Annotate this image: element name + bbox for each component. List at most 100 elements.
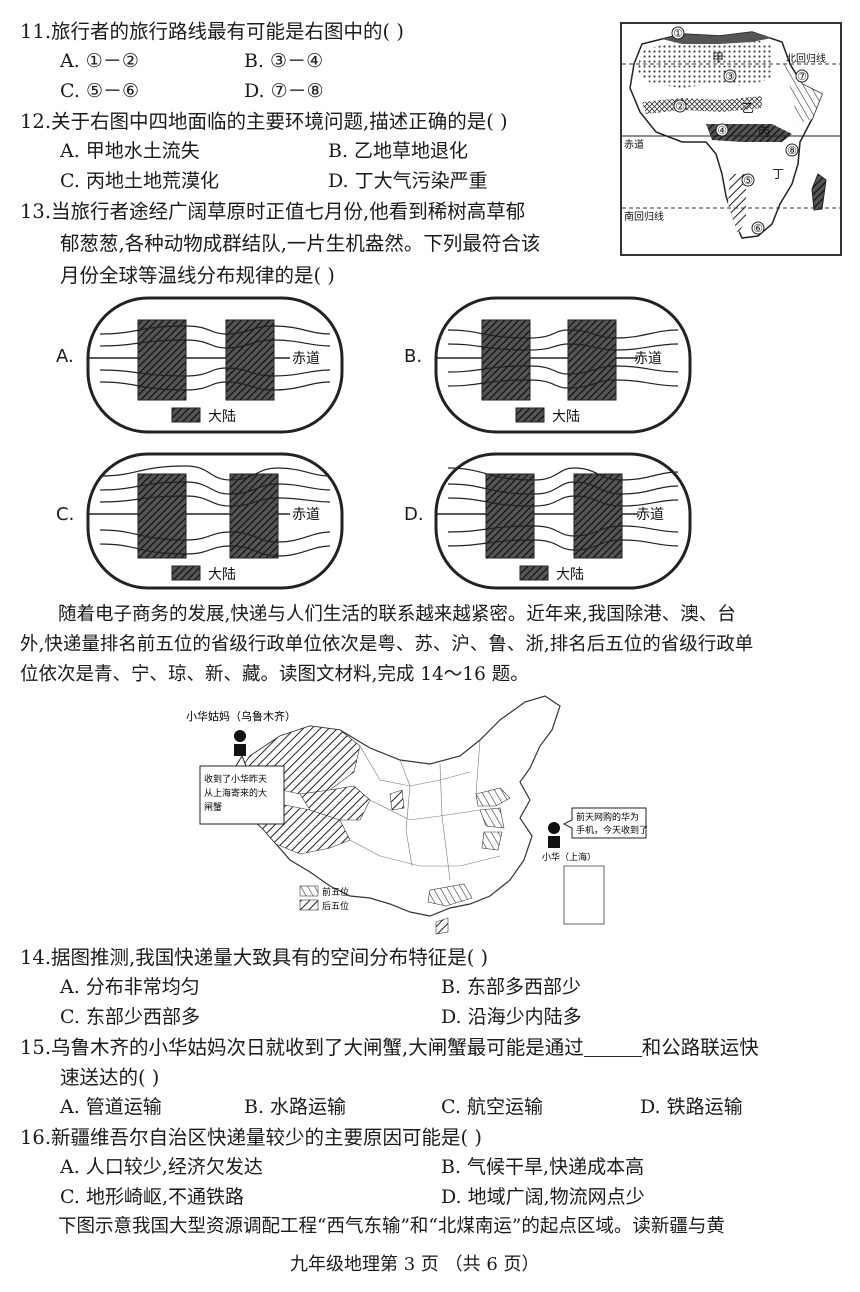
ningxia-region (389, 789, 405, 811)
q16-option-b[interactable]: B. 气候干旱,快递成本高 (441, 1156, 645, 1178)
iso-c-equator-label: 赤道 (292, 507, 320, 523)
q11-option-a[interactable]: A. ①－② (60, 50, 139, 72)
aunt-label: 小华姑妈（乌鲁木齐） (186, 709, 296, 723)
q15-blank (583, 1038, 642, 1057)
q16-option-c[interactable]: C. 地形崎岖,不通铁路 (60, 1186, 244, 1208)
north-coast-region (662, 32, 772, 44)
iso-d-equator-label: 赤道 (636, 507, 664, 523)
page-footer: 九年级地理第 3 页 （共 6 页） (290, 1254, 540, 1275)
africa-map-svg: ① ② ③ ④ ⑤ ⑥ ⑦ ⑧ 甲 乙 丙 丁 北回归线 赤道 南回归线 (622, 26, 840, 239)
xiaohua-person-icon (548, 822, 560, 848)
q15-stem-line2: 速送达的( ) (60, 1066, 160, 1089)
point-1-label: ① (673, 27, 683, 40)
q16-option-d[interactable]: D. 地域广阔,物流网点少 (441, 1186, 645, 1208)
guangdong-region (427, 883, 473, 907)
q14-option-b[interactable]: B. 东部多西部少 (441, 976, 582, 998)
isotherm-diagram-b: 赤道 大陆 (434, 296, 692, 434)
iso-b-equator-label: 赤道 (634, 351, 662, 367)
iso-c-continent-label: 大陆 (208, 567, 236, 583)
q16-option-a[interactable]: A. 人口较少,经济欠发达 (60, 1156, 263, 1178)
legend-top-five-label: 前五位 (322, 886, 349, 898)
passage-line3: 位依次是青、宁、琼、新、藏。读图文材料,完成 14～16 题。 (20, 664, 529, 685)
hainan-region (435, 917, 449, 935)
q14-stem: 14.据图推测,我国快递量大致具有的空间分布特征是( ) (20, 946, 489, 969)
qinghai-region (299, 785, 371, 821)
point-4-marker (715, 123, 729, 137)
point-8-label: ⑧ (787, 144, 797, 157)
q13-stem-line3: 月份全球等温线分布规律的是( ) (60, 264, 335, 287)
q14-option-a[interactable]: A. 分布非常均匀 (60, 976, 200, 998)
region-bing-label: 丙 (758, 125, 770, 139)
q13-stem-line2: 郁葱葱,各种动物成群结队,一片生机盎然。下列最符合该 (60, 232, 541, 255)
shandong-region (475, 787, 511, 807)
aunt-bubble-line3: 闸蟹 (204, 801, 222, 813)
aunt-bubble-line2: 从上海寄来的大 (204, 787, 267, 799)
point-2-label: ② (675, 100, 685, 113)
point-2-marker (673, 99, 687, 113)
iso-a-equator-label: 赤道 (292, 351, 320, 367)
q15-stem-part-a: 15.乌鲁木齐的小华姑妈次日就收到了大闸蟹,大闸蟹最可能是通过 (20, 1036, 584, 1059)
sahel-region (642, 96, 762, 114)
next-section-intro: 下图示意我国大型资源调配工程“西气东输”和“北煤南运”的起点区域。读新疆与黄 (58, 1216, 725, 1237)
point-8-marker (785, 143, 799, 157)
xiaohua-speech-bubble (562, 807, 647, 839)
point-4-label: ④ (717, 124, 727, 137)
iso-option-d-label[interactable]: D. (404, 504, 424, 525)
q15-option-d[interactable]: D. 铁路运输 (640, 1096, 743, 1118)
zhejiang-region (481, 831, 503, 851)
south-region (728, 174, 746, 234)
point-3-marker (723, 69, 737, 83)
q12-option-d[interactable]: D. 丁大气污染严重 (328, 170, 488, 192)
passage-line1: 随着电子商务的发展,快递与人们生活的联系越来越紧密。近年来,我国除港、澳、台 (58, 604, 736, 625)
passage-line2: 外,快递量排名前五位的省级行政单位依次是粤、苏、沪、鲁、浙,排名后五位的省级行政… (20, 634, 754, 655)
point-6-marker (751, 221, 765, 235)
q13-stem-line1: 13.当旅行者途经广阔草原时正值七月份,他看到稀树高草郁 (20, 200, 526, 223)
sahara-region (636, 38, 772, 88)
q16-stem: 16.新疆维吾尔自治区快递量较少的主要原因可能是( ) (20, 1126, 482, 1149)
iso-option-c-label[interactable]: C. (56, 504, 75, 525)
point-1-marker (671, 26, 685, 40)
tropic-of-cancer-label: 北回归线 (786, 52, 826, 65)
isotherm-diagram-d: 赤道 大陆 (434, 452, 692, 590)
q14-option-d[interactable]: D. 沿海少内陆多 (441, 1006, 582, 1028)
q12-option-b[interactable]: B. 乙地草地退化 (328, 140, 469, 162)
isotherm-diagram-a: 赤道 大陆 (86, 296, 344, 434)
q12-option-a[interactable]: A. 甲地水土流失 (60, 140, 200, 162)
q15-option-b[interactable]: B. 水路运输 (244, 1096, 347, 1118)
china-map: 前五位 后五位 小华姑妈（乌鲁木齐） 收到了小华昨天 从上海寄来的大 闸蟹 小华… (180, 690, 650, 942)
q11-stem: 11.旅行者的旅行路线最有可能是右图中的( ) (20, 20, 404, 43)
q15-option-c[interactable]: C. 航空运输 (441, 1096, 543, 1118)
tropic-of-capricorn-label: 南回归线 (624, 210, 664, 223)
point-5-marker (741, 173, 755, 187)
q11-option-b[interactable]: B. ③－④ (244, 50, 324, 72)
aunt-speech-bubble (199, 754, 285, 825)
point-5-label: ⑤ (743, 174, 753, 187)
q14-option-c[interactable]: C. 东部少西部多 (60, 1006, 200, 1028)
isotherm-diagram-c: 赤道 大陆 (86, 452, 344, 590)
iso-b-continent-label: 大陆 (552, 409, 580, 425)
q11-option-c[interactable]: C. ⑤－⑥ (60, 80, 140, 102)
q12-option-c[interactable]: C. 丙地土地荒漠化 (60, 170, 219, 192)
q15-option-a[interactable]: A. 管道运输 (60, 1096, 162, 1118)
xiaohua-bubble-line1: 前天网购的华为 (576, 811, 639, 823)
iso-option-b-label[interactable]: B. (404, 346, 423, 367)
equator-label: 赤道 (624, 138, 644, 151)
region-jia-label: 甲 (712, 51, 724, 65)
q12-stem: 12.关于右图中四地面临的主要环境问题,描述正确的是( ) (20, 110, 508, 133)
point-3-label: ③ (725, 70, 735, 83)
aunt-person-icon (234, 730, 246, 756)
xiaohua-bubble-line2: 手机，今天收到了 (576, 824, 648, 836)
point-7-marker (795, 69, 809, 83)
iso-d-continent-label: 大陆 (556, 567, 584, 583)
point-7-label: ⑦ (797, 70, 807, 83)
q15-stem-part-b: 和公路联运快 (641, 1036, 759, 1059)
xiaohua-label: 小华（上海） (542, 851, 596, 863)
legend-bottom-five-label: 后五位 (322, 900, 349, 912)
q11-option-d[interactable]: D. ⑦－⑧ (244, 80, 324, 102)
iso-option-a-label[interactable]: A. (56, 346, 74, 367)
africa-map: ① ② ③ ④ ⑤ ⑥ ⑦ ⑧ 甲 乙 丙 丁 北回归线 赤道 南回归线 (620, 22, 842, 256)
region-yi-label: 乙 (742, 101, 754, 115)
region-ding-label: 丁 (772, 167, 784, 181)
point-6-label: ⑥ (753, 222, 763, 235)
jiangsu-region (479, 807, 505, 829)
